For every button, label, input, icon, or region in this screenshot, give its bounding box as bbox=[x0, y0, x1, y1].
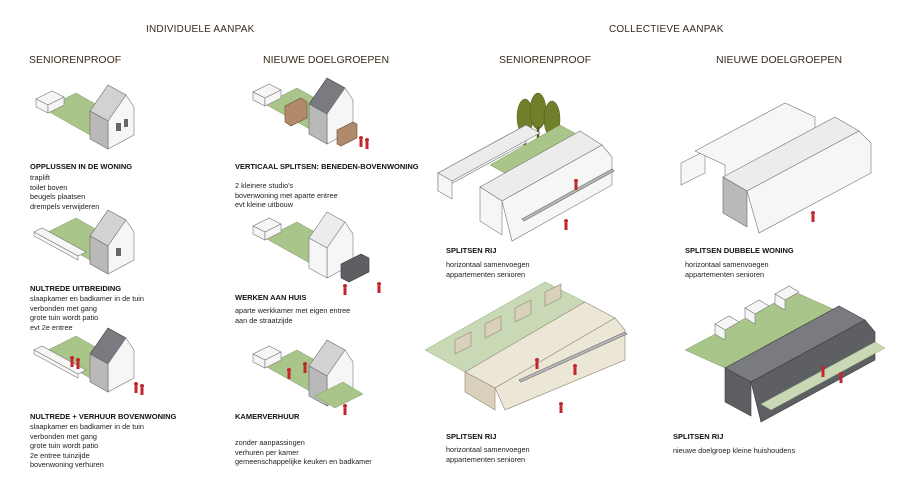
caption-title-nultrede: NULTREDE UITBREIDING bbox=[30, 284, 122, 293]
caption-title-werken: WERKEN AAN HUIS bbox=[235, 293, 307, 302]
caption-line: aan de straatzijde bbox=[235, 315, 293, 325]
header-collective: COLLECTIEVE AANPAK bbox=[609, 24, 724, 35]
caption-lines-kamer: zonder aanpassingen verhuren per kamer g… bbox=[235, 438, 372, 467]
caption-line: traplift bbox=[30, 173, 50, 182]
caption-title-verticaal: VERTICAAL SPLITSEN: BENEDEN-BOVENWONING bbox=[235, 162, 419, 171]
caption-line: bovenwoning verhuren bbox=[30, 460, 104, 470]
caption-title-splitsen-rij-2: SPLITSEN RIJ bbox=[446, 432, 497, 441]
caption-title-splitsen-rij-1: SPLITSEN RIJ bbox=[446, 246, 497, 255]
caption-lines-splitsen-dubbel: horizontaal samenvoegen appartementen se… bbox=[685, 260, 769, 279]
caption-lines-splitsen-rij-1: horizontaal samenvoegen appartementen se… bbox=[446, 260, 530, 279]
caption-line: toilet boven bbox=[30, 182, 68, 192]
caption-line: horizontaal samenvoegen bbox=[446, 445, 530, 454]
row-splitsen-illustration bbox=[437, 92, 615, 242]
house-werken-illustration bbox=[252, 211, 381, 295]
caption-line: beugels plaatsen bbox=[30, 192, 86, 202]
caption-line: appartementen senioren bbox=[446, 454, 526, 464]
caption-title-splitsen-rij-3: SPLITSEN RIJ bbox=[673, 432, 724, 441]
row-dark-illustration bbox=[684, 285, 886, 423]
caption-line: horizontaal samenvoegen bbox=[685, 260, 769, 269]
caption-lines-nultrede: slaapkamer en badkamer in de tuin verbon… bbox=[30, 294, 144, 332]
caption-line: slaapkamer en badkamer in de tuin bbox=[30, 422, 144, 431]
caption-line: appartementen senioren bbox=[685, 269, 765, 279]
caption-line: verbonden met gang bbox=[30, 303, 97, 313]
caption-lines-verticaal: 2 kleinere studio's bovenwoning met apar… bbox=[235, 181, 338, 210]
caption-line: evt kleine uitbouw bbox=[235, 200, 294, 210]
house-kamer-illustration bbox=[252, 339, 364, 415]
header-individual: INDIVIDUELE AANPAK bbox=[146, 24, 255, 35]
caption-line: gemeenschappelijke keuken en badkamer bbox=[235, 457, 372, 467]
house-verticaal-illustration bbox=[252, 77, 369, 149]
column-title-col-senior: SENIORENPROOF bbox=[499, 54, 592, 66]
column-title-ind-senior: SENIORENPROOF bbox=[29, 54, 122, 66]
caption-lines-oplussen: traplift toilet boven beugels plaatsen d… bbox=[30, 173, 99, 211]
caption-line: appartementen senioren bbox=[446, 269, 526, 279]
caption-line: drempels verwijderen bbox=[30, 201, 100, 211]
caption-line: 2e entree tuinzijde bbox=[30, 450, 90, 460]
caption-line: grote tuin wordt patio bbox=[30, 441, 99, 451]
caption-line: verbonden met gang bbox=[30, 431, 97, 441]
caption-line: 2 kleinere studio's bbox=[235, 181, 294, 190]
column-title-ind-new: NIEUWE DOELGROEPEN bbox=[263, 54, 390, 66]
caption-line: nieuwe doelgroep kleine huishoudens bbox=[673, 446, 796, 455]
caption-line: grote tuin wordt patio bbox=[30, 313, 99, 323]
caption-lines-nultrede-verhuur: slaapkamer en badkamer in de tuin verbon… bbox=[30, 422, 144, 470]
house-nultrede-verhuur-illustration bbox=[33, 327, 144, 395]
caption-lines-splitsen-rij-3: nieuwe doelgroep kleine huishoudens bbox=[673, 446, 795, 456]
caption-title-nultrede-verhuur: NULTREDE + VERHUUR BOVENWONING bbox=[30, 412, 177, 421]
row-dubbel-illustration bbox=[680, 102, 872, 234]
house-oplussen-illustration bbox=[35, 84, 135, 150]
column-title-col-new: NIEUWE DOELGROEPEN bbox=[716, 54, 843, 66]
row-patio-illustration bbox=[424, 281, 628, 413]
caption-title-oplussen: OPPLUSSEN IN DE WONING bbox=[30, 162, 133, 171]
house-nultrede-illustration bbox=[33, 209, 135, 275]
caption-line: slaapkamer en badkamer in de tuin bbox=[30, 294, 144, 303]
caption-lines-werken: aparte werkkamer met eigen entree aan de… bbox=[235, 306, 350, 325]
caption-line: evt 2e entree bbox=[30, 322, 73, 332]
caption-line: zonder aanpassingen bbox=[235, 438, 305, 447]
caption-lines-splitsen-rij-2: horizontaal samenvoegen appartementen se… bbox=[446, 445, 530, 464]
caption-line: verhuren per kamer bbox=[235, 447, 299, 457]
caption-line: aparte werkkamer met eigen entree bbox=[235, 306, 351, 315]
caption-title-splitsen-dubbel: SPLITSEN DUBBELE WONING bbox=[685, 246, 794, 255]
caption-line: horizontaal samenvoegen bbox=[446, 260, 530, 269]
caption-line: bovenwoning met aparte entree bbox=[235, 190, 338, 200]
caption-title-kamer: KAMERVERHUUR bbox=[235, 412, 300, 421]
